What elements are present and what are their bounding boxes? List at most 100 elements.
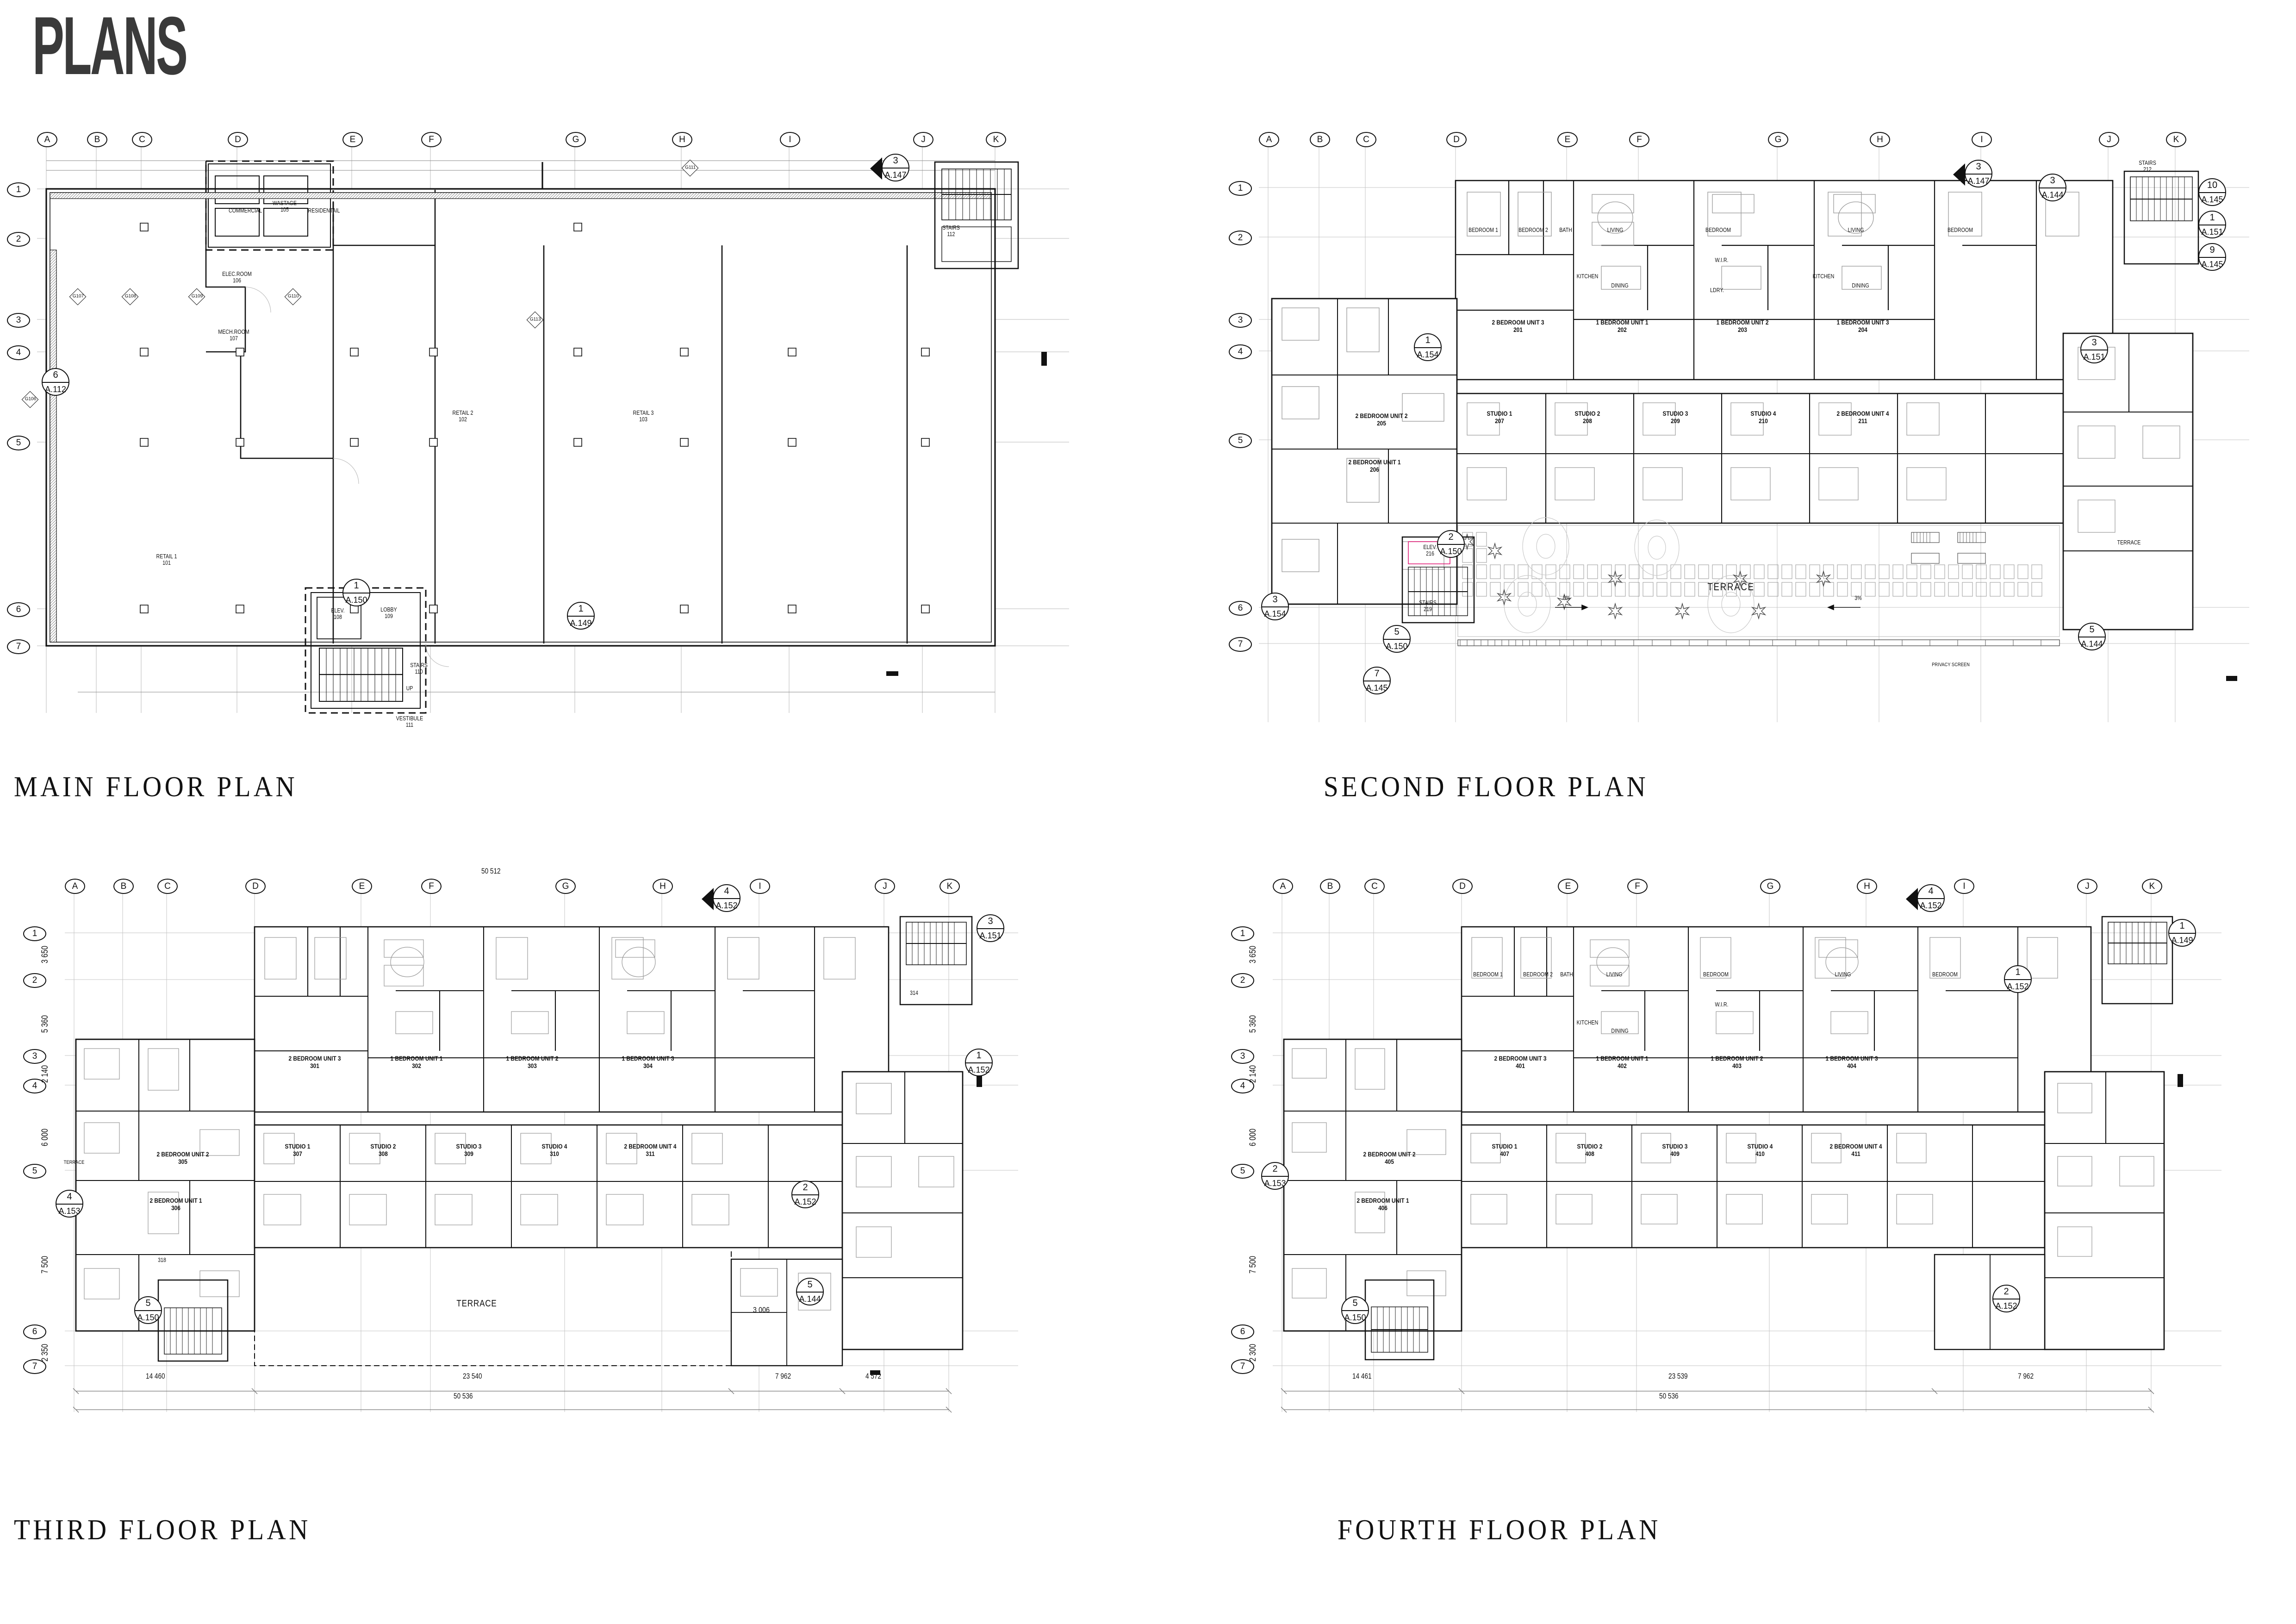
unit-label-406: 2 BEDROOM UNIT 1 406 [1356, 1197, 1409, 1212]
grid-bubble-e: E [352, 879, 372, 894]
grid-bubble-d: D [1446, 132, 1467, 147]
grid-bubble-h: H [672, 132, 692, 147]
grid-bubble-i: I [1972, 132, 1992, 147]
room-bedroom-3: BEDROOM [1932, 971, 1958, 978]
caption-second-floor: SECOND FLOOR PLAN [1324, 771, 1649, 803]
room-living-2: LIVING [1835, 971, 1851, 978]
grid-bubble-e: E [342, 132, 363, 147]
room-bedroom-2: BEDROOM 2 [1518, 227, 1548, 233]
plan-main-floor: A B C D E F G H I J K 1 2 3 4 5 6 7 COMM… [7, 132, 1101, 803]
room-kitchen: KITCHEN [1576, 273, 1599, 280]
unit-label-310: STUDIO 4 310 [541, 1143, 567, 1157]
section-pointer-a147 [1953, 163, 1965, 186]
unit-label-303: 1 BEDROOM UNIT 2 303 [506, 1055, 559, 1069]
grid-bubble-d: D [1452, 879, 1473, 894]
grid-bubble-5: 5 [1231, 1164, 1254, 1179]
unit-label-411: 2 BEDROOM UNIT 4 411 [1829, 1143, 1882, 1157]
section-callout-a147[interactable]: 3 A.147 [882, 154, 909, 181]
grid-bubble-7: 7 [1229, 637, 1252, 652]
grid-bubble-g: G [1760, 879, 1780, 894]
grid-bubble-1: 1 [23, 926, 46, 941]
grid-bubble-h: H [1870, 132, 1890, 147]
grid-bubble-j: J [913, 132, 933, 147]
dim-horiz-14460: 14 460 [146, 1372, 165, 1380]
grid-bubble-c: C [1356, 132, 1376, 147]
room-label-stairs-110: STAIRS 110 [410, 662, 428, 675]
dim-vert-2140: 2 140 [40, 1065, 50, 1083]
section-pointer-a152 [1906, 888, 1918, 910]
dim-vert-5360: 5 360 [40, 1015, 50, 1033]
grid-bubble-a: A [1273, 879, 1293, 894]
unit-label-203: 1 BEDROOM UNIT 2 203 [1716, 319, 1769, 333]
grid-bubble-i: I [750, 879, 770, 894]
room-bedroom: BEDROOM [1703, 971, 1729, 978]
dim-vert-6000: 6 000 [1248, 1128, 1258, 1146]
grid-bubble-k: K [2142, 879, 2162, 894]
room-terrace-main: TERRACE [1707, 581, 1755, 593]
dim-horiz-14461: 14 461 [1352, 1372, 1372, 1380]
grid-bubble-b: B [113, 879, 134, 894]
room-bath: BATH [1559, 227, 1572, 233]
room-bedroom: BEDROOM [1705, 227, 1731, 233]
grid-bubble-3: 3 [1229, 313, 1252, 328]
room-dining: DINING [1611, 282, 1629, 289]
grid-bubble-7: 7 [23, 1359, 46, 1374]
grid-bubble-g: G [566, 132, 586, 147]
dim-vert-7500: 7 500 [40, 1255, 50, 1274]
unit-label-407: STUDIO 1 407 [1492, 1143, 1518, 1157]
grid-bubble-e: E [1557, 132, 1578, 147]
grid-bubble-3: 3 [7, 313, 30, 328]
room-label-elevator: ELEV. 108 [331, 607, 345, 620]
annotation-privacy-screen: PRIVACY SCREEN [1932, 662, 1970, 668]
room-living: LIVING [1606, 971, 1623, 978]
third-floor-drawing [56, 889, 1037, 1435]
grid-bubble-k: K [940, 879, 960, 894]
room-label-stairs-112: STAIRS 112 [942, 225, 960, 237]
stair-direction-up: UP [406, 685, 413, 692]
room-wir: W.I.R. [1715, 1001, 1729, 1008]
dim-vert-2300: 2 300 [1248, 1343, 1258, 1362]
grid-bubble-1: 1 [7, 182, 30, 197]
grid-bubble-f: F [421, 879, 442, 894]
grid-bubble-a: A [37, 132, 57, 147]
dim-vert-6000: 6 000 [40, 1128, 50, 1146]
room-label-318: 318 [158, 1257, 166, 1263]
unit-label-308: STUDIO 2 308 [370, 1143, 396, 1157]
unit-label-402: 1 BEDROOM UNIT 1 402 [1596, 1055, 1649, 1069]
unit-label-403: 1 BEDROOM UNIT 2 403 [1711, 1055, 1763, 1069]
grid-bubble-2: 2 [1229, 231, 1252, 245]
second-floor-drawing [1250, 134, 2277, 745]
room-bedroom-2: BEDROOM 2 [1523, 971, 1553, 978]
caption-fourth-floor: FOURTH FLOOR PLAN [1338, 1514, 1661, 1546]
unit-label-409: STUDIO 3 409 [1662, 1143, 1688, 1157]
grid-bubble-6: 6 [1229, 601, 1252, 616]
